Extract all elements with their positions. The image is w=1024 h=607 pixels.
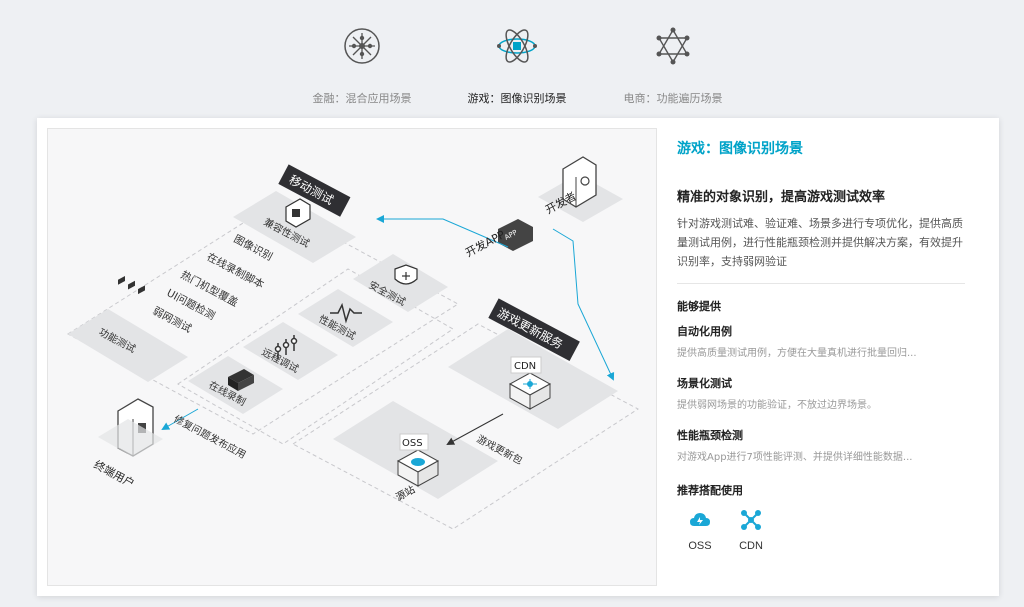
feature-item: 自动化用例 提供高质量测试用例，方便在大量真机进行批量回归...	[677, 323, 969, 359]
cdn-label-box	[510, 356, 542, 374]
panel-description: 针对游戏测试难、验证难、场景多进行专项优化，提供高质量测试用例，进行性能瓶颈检测…	[677, 217, 963, 268]
panel-subtitle: 精准的对象识别，提高游戏测试效率	[677, 190, 886, 205]
feature-name: 场景化测试	[677, 377, 732, 390]
scenario-card: APP CDN	[37, 118, 999, 596]
capabilities-heading: 能够提供	[677, 300, 721, 313]
tab-game[interactable]: 游戏：图像识别场景	[447, 20, 587, 110]
hexagram-network-icon	[656, 27, 690, 65]
dev-to-cdn-arrow	[552, 228, 615, 381]
feature-item: 场景化测试 提供弱网场景的功能验证，不放过边界场景。	[677, 375, 969, 411]
apps-grid-icon	[118, 276, 145, 295]
sliders-icon	[274, 335, 298, 359]
oss-label-box	[399, 433, 429, 451]
developer-device-icon	[562, 156, 597, 208]
app-device-icon: APP	[498, 219, 533, 251]
recommend-heading: 推荐搭配使用	[677, 484, 743, 497]
cdn-label: CDN	[514, 361, 536, 372]
dev-to-mobile-arrow	[376, 215, 509, 248]
architecture-diagram-svg: APP CDN	[67, 156, 639, 530]
recommend-label: OSS	[688, 540, 712, 552]
feature-name: 自动化用例	[677, 325, 732, 338]
video-camera-icon	[228, 369, 254, 391]
fix-publish-arrow	[161, 408, 199, 430]
panel-divider	[677, 283, 965, 284]
finance-network-icon	[344, 28, 380, 64]
remote-debug-tile	[243, 322, 338, 380]
compat-test-tile	[233, 191, 356, 263]
scenario-detail-panel: 游戏：图像识别场景 精准的对象识别，提高游戏测试效率 针对游戏测试难、验证难、场…	[677, 118, 977, 596]
oss-storage-icon	[396, 449, 440, 487]
feature-list: 图像识别 在线录制脚本 热门机型覆盖 UI问题检测 弱网测试	[151, 233, 275, 336]
feature-item: 性能瓶颈检测 对游戏App进行7项性能评测、并提供详细性能数据...	[677, 427, 969, 463]
cloud-storage-icon	[690, 513, 710, 526]
feature-name: 性能瓶颈检测	[677, 429, 743, 442]
end-user-label: 终端用户	[92, 457, 137, 490]
tab-label: 游戏：图像识别场景	[467, 92, 567, 105]
recommend-oss[interactable]: OSS	[680, 508, 720, 552]
pulse-icon	[330, 302, 362, 324]
game-update-region	[292, 323, 639, 530]
feature-desc: 提供高质量测试用例，方便在大量真机进行批量回归...	[677, 348, 917, 359]
tab-finance[interactable]: 金融：混合应用场景	[292, 20, 432, 110]
func-test-tile	[68, 309, 188, 382]
atom-icon	[497, 29, 537, 63]
feature-desc: 对游戏App进行7项性能评测、并提供详细性能数据...	[677, 452, 913, 463]
fix-publish-label: 修复问题发布应用	[172, 412, 249, 461]
network-nodes-icon	[741, 510, 761, 530]
tools-region	[177, 268, 454, 445]
recommend-cdn[interactable]: CDN	[731, 508, 771, 552]
compat-device-icon	[285, 198, 311, 228]
tab-ecommerce[interactable]: 电商：功能遍历场景	[603, 20, 743, 110]
oss-label: OSS	[402, 438, 423, 449]
recommend-label: CDN	[739, 540, 763, 552]
scenario-tabs: 金融：混合应用场景 游戏：图像识别场景 电商：功能遍历场景	[0, 0, 1024, 118]
mobile-test-region	[67, 203, 459, 435]
end-user-tile	[98, 419, 163, 457]
panel-title: 游戏：图像识别场景	[677, 141, 803, 157]
list-item: 图像识别	[232, 233, 275, 263]
cdn-server-icon	[508, 372, 552, 410]
tab-label: 电商：功能遍历场景	[623, 92, 723, 105]
architecture-diagram: APP CDN	[47, 128, 657, 586]
cdn-to-origin-arrow	[446, 413, 504, 445]
tab-label: 金融：混合应用场景	[312, 92, 412, 105]
origin-label: 源站	[393, 483, 417, 504]
shield-icon	[394, 264, 418, 285]
feature-desc: 提供弱网场景的功能验证，不放过边界场景。	[677, 400, 877, 411]
